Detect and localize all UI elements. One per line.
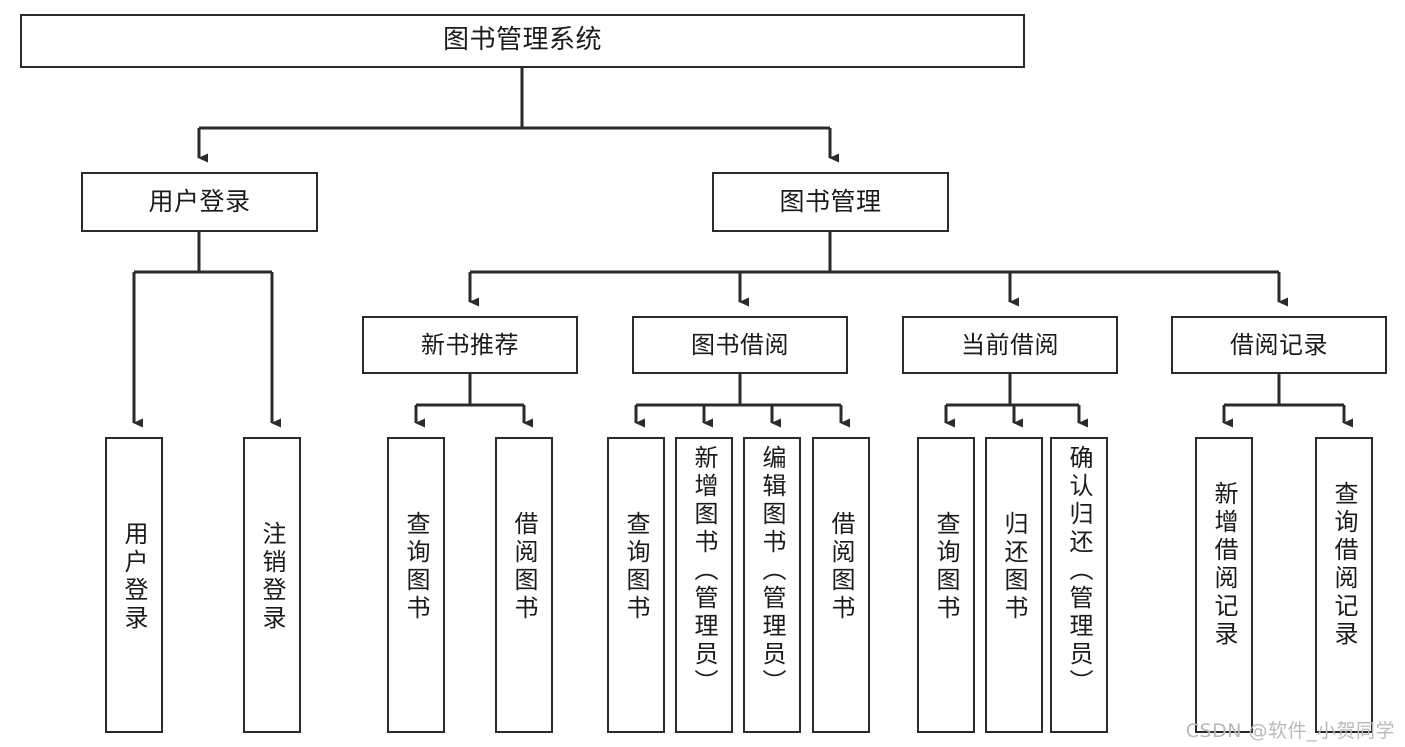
leaf-query-book-current-label: 查询图书	[932, 511, 960, 623]
node-book-manage[interactable]: 图书管理	[712, 172, 949, 232]
leaf-add-book-admin[interactable]: 新增图书（管理员）	[675, 437, 733, 733]
node-root-system-label: 图书管理系统	[442, 25, 602, 56]
node-new-book-recommend-label: 新书推荐	[421, 330, 519, 359]
node-book-borrow-label: 图书借阅	[691, 330, 789, 359]
leaf-edit-book-admin-label: 编辑图书（管理员）	[758, 445, 786, 697]
leaf-query-book-borrow[interactable]: 查询图书	[607, 437, 665, 733]
node-book-manage-label: 图书管理	[779, 187, 882, 216]
leaf-return-book-label: 归还图书	[1000, 511, 1028, 623]
csdn-watermark: CSDN @软件_小贺同学	[1185, 720, 1395, 742]
node-user-login-label: 用户登录	[148, 187, 251, 216]
leaf-query-book-borrow-label: 查询图书	[622, 511, 650, 623]
leaf-confirm-return-admin[interactable]: 确认归还（管理员）	[1050, 437, 1108, 733]
leaf-user-login-label: 用户登录	[120, 521, 148, 633]
node-root-system[interactable]: 图书管理系统	[20, 14, 1025, 68]
leaf-logout[interactable]: 注销登录	[243, 437, 301, 733]
leaf-add-book-admin-label: 新增图书（管理员）	[690, 445, 718, 697]
node-book-borrow[interactable]: 图书借阅	[632, 316, 848, 374]
leaf-query-borrow-record[interactable]: 查询借阅记录	[1315, 437, 1373, 733]
node-user-login[interactable]: 用户登录	[81, 172, 318, 232]
leaf-confirm-return-admin-label: 确认归还（管理员）	[1065, 445, 1093, 697]
leaf-borrow-book-borrow[interactable]: 借阅图书	[812, 437, 870, 733]
leaf-edit-book-admin[interactable]: 编辑图书（管理员）	[743, 437, 801, 733]
node-new-book-recommend[interactable]: 新书推荐	[362, 316, 578, 374]
node-current-borrow[interactable]: 当前借阅	[902, 316, 1118, 374]
node-borrow-record[interactable]: 借阅记录	[1171, 316, 1387, 374]
leaf-query-book-new[interactable]: 查询图书	[387, 437, 445, 733]
leaf-user-login[interactable]: 用户登录	[105, 437, 163, 733]
leaf-borrow-book-new[interactable]: 借阅图书	[495, 437, 553, 733]
leaf-logout-label: 注销登录	[258, 521, 286, 633]
leaf-query-book-current[interactable]: 查询图书	[917, 437, 975, 733]
node-current-borrow-label: 当前借阅	[961, 330, 1059, 359]
leaf-add-borrow-record-label: 新增借阅记录	[1210, 481, 1238, 649]
leaf-add-borrow-record[interactable]: 新增借阅记录	[1195, 437, 1253, 733]
leaf-return-book[interactable]: 归还图书	[985, 437, 1043, 733]
leaf-query-borrow-record-label: 查询借阅记录	[1330, 481, 1358, 649]
leaf-borrow-book-borrow-label: 借阅图书	[827, 511, 855, 623]
leaf-borrow-book-new-label: 借阅图书	[510, 511, 538, 623]
node-borrow-record-label: 借阅记录	[1230, 330, 1328, 359]
leaf-query-book-new-label: 查询图书	[402, 511, 430, 623]
